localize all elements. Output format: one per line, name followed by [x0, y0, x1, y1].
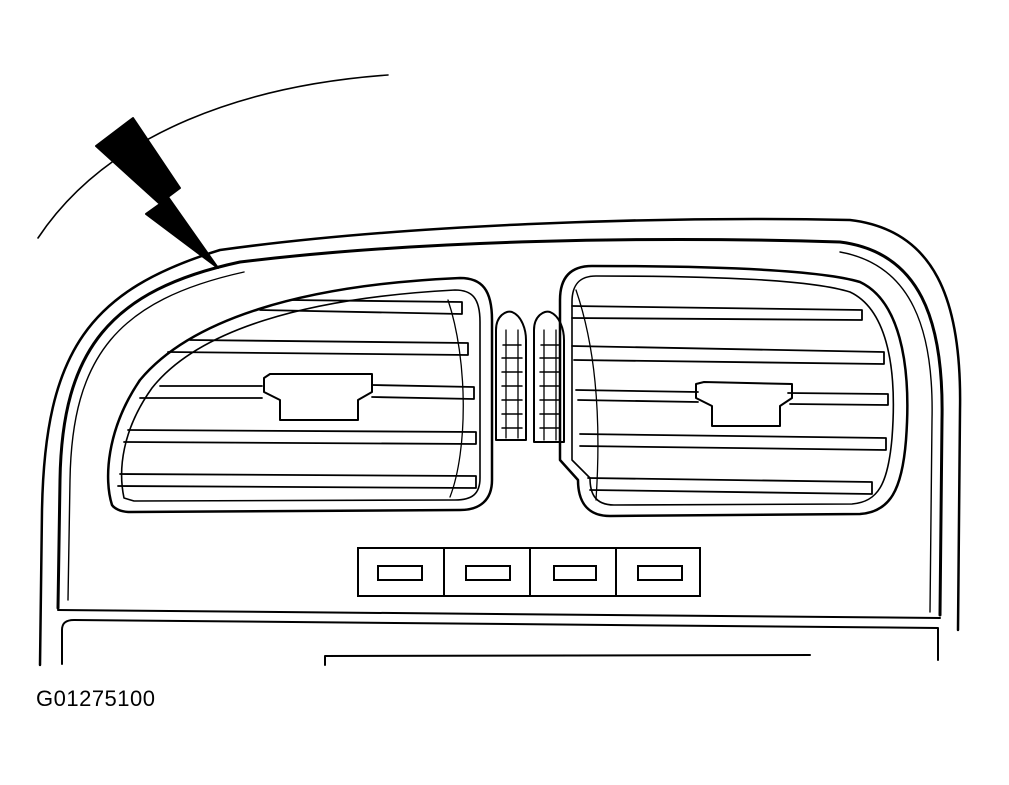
left-air-vent	[106, 276, 494, 514]
vent-thumbwheels	[495, 310, 565, 443]
bezel-right-edge	[839, 251, 933, 613]
right-air-vent	[558, 264, 909, 518]
switch-3	[529, 547, 617, 597]
lower-panel-outline	[61, 619, 939, 665]
switch-4	[615, 547, 701, 597]
arrow-icon	[95, 117, 219, 269]
switch-1	[357, 547, 445, 597]
bezel-inner-edge	[67, 271, 245, 601]
figure-code: G01275100	[36, 686, 156, 711]
lower-panel-slot	[324, 654, 811, 666]
right-vent-adjuster-tab	[695, 381, 793, 427]
switch-2	[443, 547, 531, 597]
bezel-inner-outline	[56, 237, 944, 617]
bezel-outer-outline	[38, 217, 962, 667]
switch-row	[357, 547, 701, 597]
left-vent-adjuster-tab	[263, 373, 373, 421]
bezel-bottom-edge	[57, 609, 941, 619]
dash-top-arc	[37, 74, 389, 239]
